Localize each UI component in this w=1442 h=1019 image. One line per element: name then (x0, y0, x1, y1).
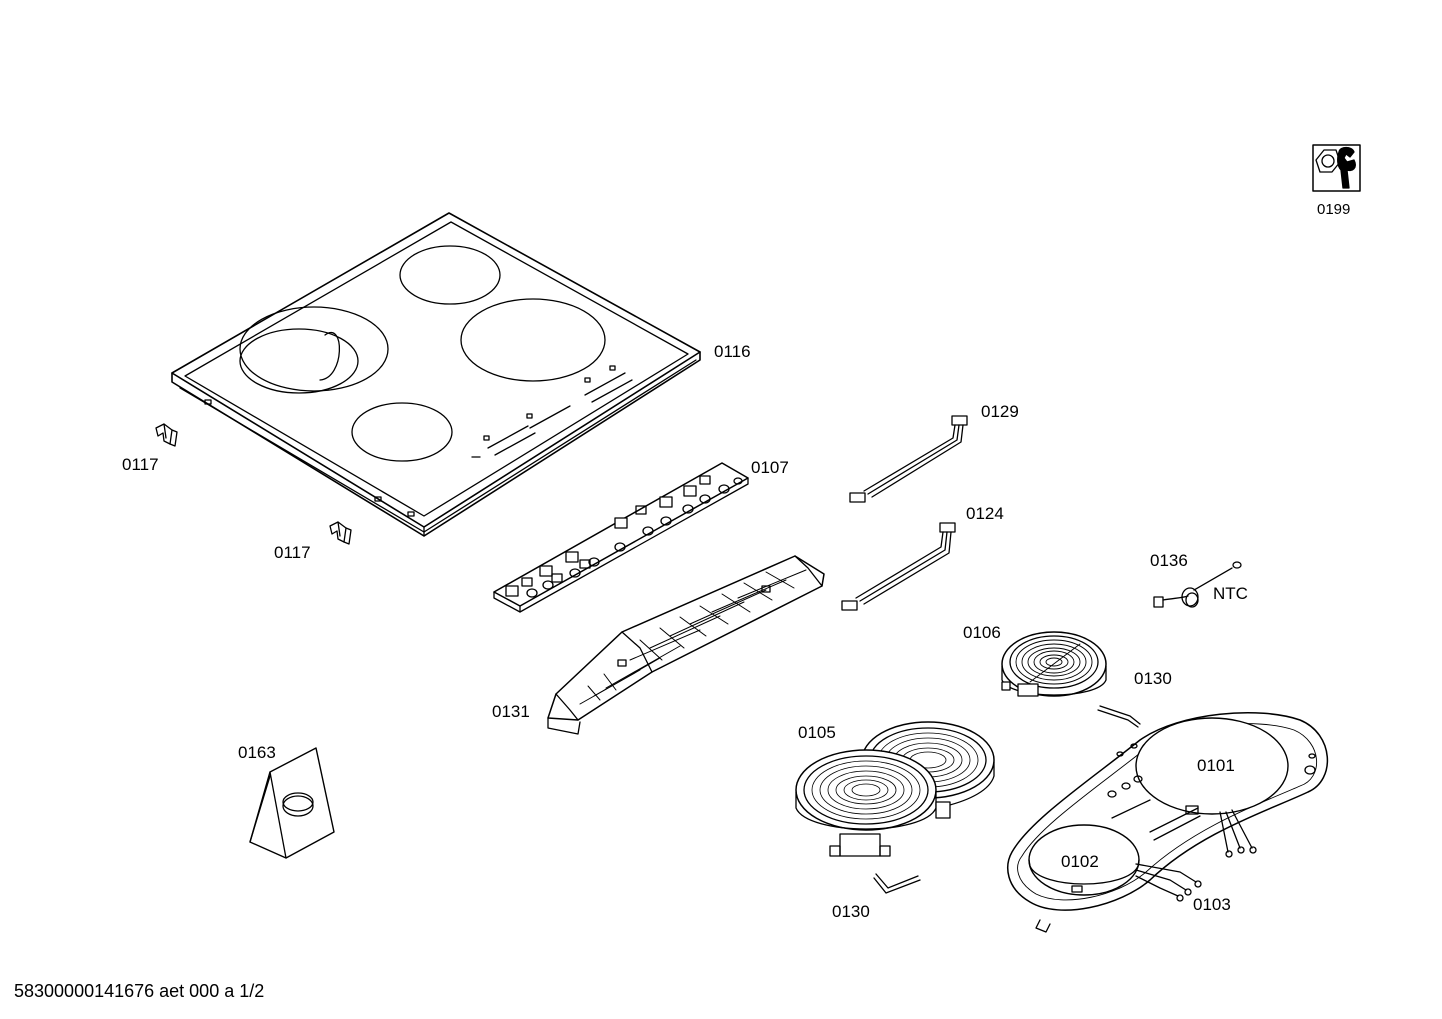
label-0130-upper: 0130 (1134, 669, 1172, 688)
clip-0117-upper (156, 424, 177, 446)
heating-element-0106 (1002, 632, 1106, 696)
cooktop-glass-0116 (172, 213, 700, 536)
label-0117-lower: 0117 (274, 543, 311, 562)
clamp-spring-0130-lower (874, 874, 920, 893)
wiring-harness-0129 (850, 416, 967, 502)
label-0117-upper: 0117 (122, 455, 159, 474)
label-0199: 0199 (1317, 201, 1351, 218)
label-0116: 0116 (714, 342, 751, 361)
dual-heating-element-0105 (796, 722, 994, 856)
label-0131: 0131 (492, 702, 530, 721)
label-0105: 0105 (798, 723, 836, 742)
frame-bracket-0131 (548, 556, 824, 734)
label-0107: 0107 (751, 458, 789, 477)
label-0101: 0101 (1197, 756, 1235, 775)
service-bag-0163 (250, 748, 334, 858)
label-0130-lower: 0130 (832, 902, 870, 921)
control-module-0107 (494, 463, 748, 612)
service-tools-icon (1313, 145, 1360, 191)
label-0124: 0124 (966, 504, 1004, 523)
clamp-spring-0130-upper (1098, 706, 1140, 727)
label-ntc: NTC (1213, 584, 1248, 603)
wiring-harness-0124 (842, 523, 955, 610)
document-id: 58300000141676 aet 000 a 1/2 (14, 981, 265, 1001)
ntc-sensor-0136 (1154, 562, 1241, 607)
label-0102: 0102 (1061, 852, 1099, 871)
heating-tray-assembly (1008, 713, 1328, 932)
label-0163: 0163 (238, 743, 276, 762)
label-0103: 0103 (1193, 895, 1231, 914)
label-0106: 0106 (963, 623, 1001, 642)
label-0136: 0136 (1150, 551, 1188, 570)
label-0129: 0129 (981, 402, 1019, 421)
clip-0117-lower (330, 522, 351, 544)
